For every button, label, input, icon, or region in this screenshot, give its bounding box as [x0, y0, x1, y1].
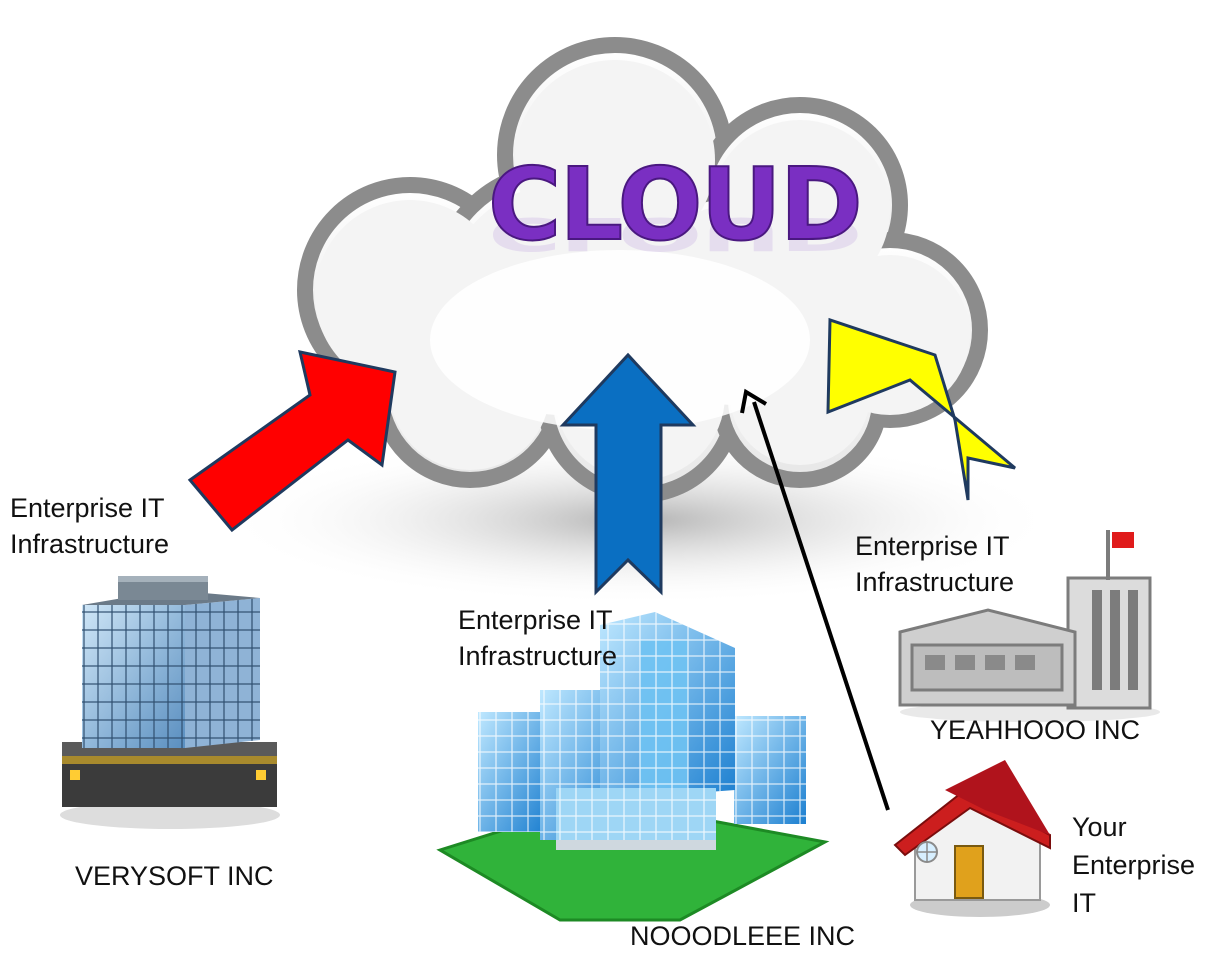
cloud-title: CLOUD — [487, 146, 864, 263]
verysoft-label-line1: Enterprise IT — [10, 493, 165, 523]
your-enterprise-line2: Enterprise — [1072, 850, 1196, 880]
verysoft-name: VERYSOFT INC — [75, 861, 274, 891]
your-enterprise-line1: Your — [1072, 812, 1127, 842]
verysoft-arrow — [187, 350, 397, 533]
yeahhooo-arrow — [826, 317, 1016, 501]
nooodleee-label-line2: Infrastructure — [458, 641, 618, 671]
nooodleee-label-line1: Enterprise IT — [458, 605, 613, 635]
office-tower-icon — [60, 576, 280, 829]
verysoft-label: Enterprise IT Infrastructure — [10, 490, 169, 562]
your-enterprise-line3: IT — [1072, 888, 1096, 918]
glass-building-icon — [436, 612, 830, 922]
nooodleee-label: Enterprise IT Infrastructure — [458, 602, 617, 674]
your-enterprise-label: Your Enterprise IT — [1072, 808, 1195, 922]
yeahhooo-label-line1: Enterprise IT — [855, 531, 1010, 561]
nooodleee-arrow — [559, 352, 697, 596]
nooodleee-name: NOOODLEEE INC — [630, 921, 856, 951]
house-icon — [893, 760, 1051, 917]
yeahhooo-label-line2: Infrastructure — [855, 567, 1015, 597]
verysoft-label-line2: Infrastructure — [10, 529, 170, 559]
factory-icon — [898, 530, 1160, 722]
your-enterprise-arrow-head — [740, 388, 768, 414]
yeahhooo-label: Enterprise IT Infrastructure — [855, 528, 1014, 600]
your-enterprise-arrow-line — [752, 401, 890, 811]
yeahhooo-name: YEAHHOOO INC — [930, 715, 1141, 745]
